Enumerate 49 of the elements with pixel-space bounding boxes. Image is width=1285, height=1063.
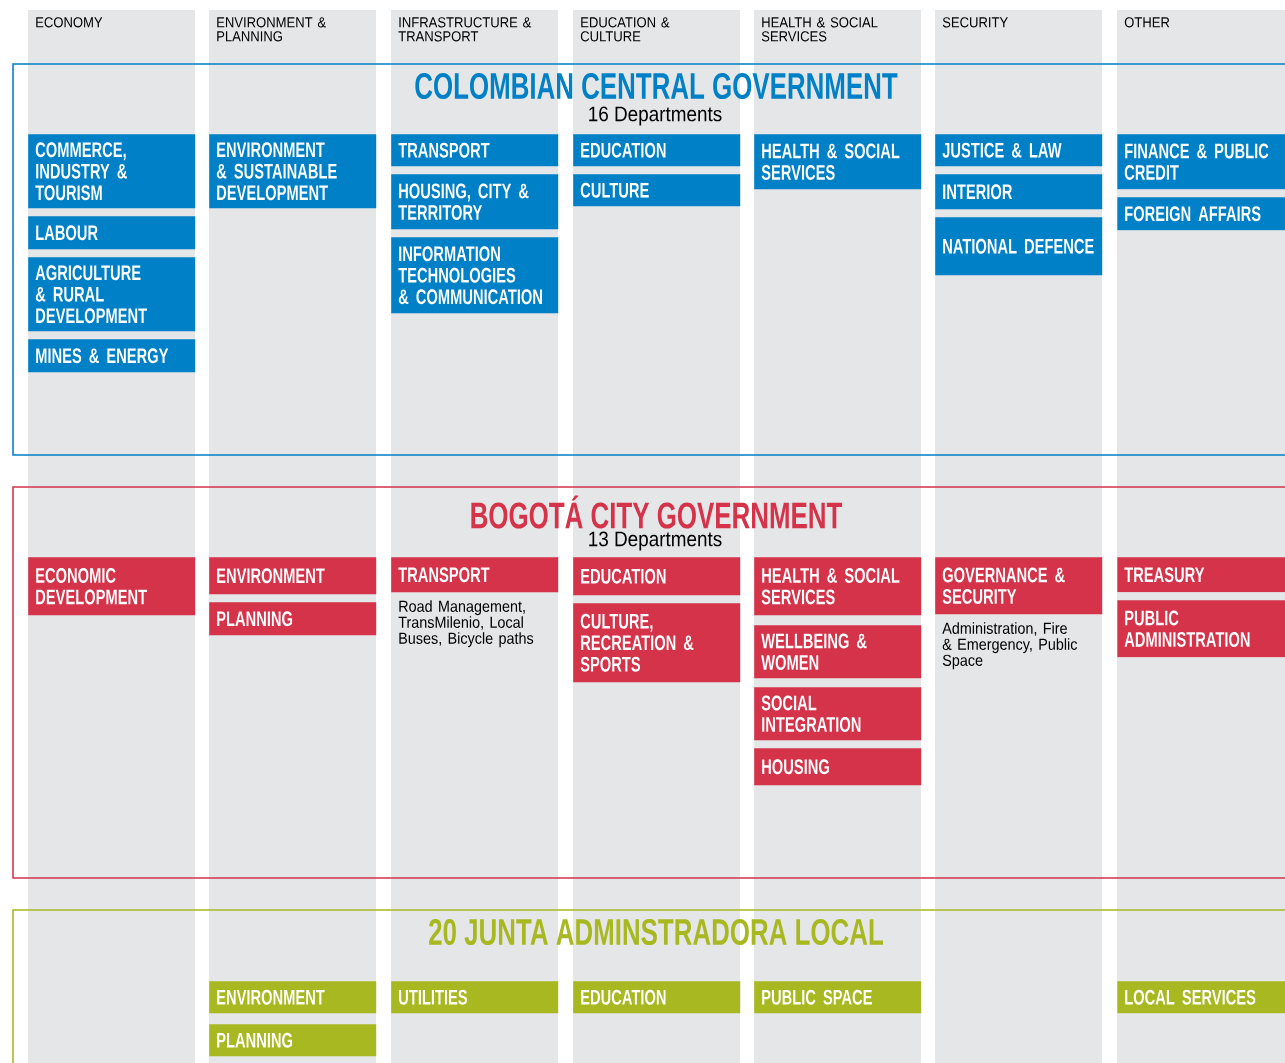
section-title: 20 JUNTA ADMINSTRADORA LOCAL (429, 918, 883, 946)
department-box: INFORMATION TECHNOLOGIES & COMMUNICATION (391, 237, 559, 314)
department-box: CULTURE, RECREATION & SPORTS (573, 603, 741, 683)
department-box: HEALTH & SOCIAL SERVICES (754, 134, 922, 190)
department-box: LABOUR (28, 216, 196, 250)
department-box: GOVERNANCE & SECURITY (935, 557, 1103, 615)
department-box: INTERIOR (935, 174, 1103, 210)
department-box: PLANNING (209, 602, 377, 636)
department-box: ECONOMIC DEVELOPMENT (28, 557, 196, 616)
department-count: 16 Departments (589, 106, 722, 126)
department-box: MINES & ENERGY (28, 339, 196, 373)
department-box: EDUCATION (573, 134, 741, 167)
department-count: 13 Departments (589, 531, 722, 551)
department-box: SOCIAL INTEGRATION (754, 687, 922, 741)
department-box: CULTURE (573, 174, 741, 207)
note-text: Administration, Fire & Emergency, Public Space (942, 622, 1078, 670)
department-box: FINANCE & PUBLIC CREDIT (1117, 134, 1285, 190)
department-box: PUBLIC ADMINISTRATION (1117, 600, 1285, 658)
department-box: ENVIRONMENT & SUSTAINABLE DEVELOPMENT (209, 134, 377, 209)
department-box: UTILITIES (391, 981, 559, 1014)
column-header: OTHER (1124, 17, 1170, 28)
department-box: FOREIGN AFFAIRS (1117, 197, 1285, 231)
department-box: AGRICULTURE & RURAL DEVELOPMENT (28, 257, 196, 332)
column-header: SECURITY (942, 17, 1008, 28)
department-box: PUBLIC SPACE (754, 981, 922, 1014)
column-header: ENVIRONMENT & PLANNING (217, 17, 326, 42)
column-header: HEALTH & SOCIAL SERVICES (761, 17, 878, 42)
department-box: NATIONAL DEFENCE (935, 217, 1103, 276)
section-title: BOGOTÁ CITY GOVERNMENT (471, 495, 843, 529)
department-box: EDUCATION (573, 981, 741, 1014)
department-box: TRANSPORT (391, 557, 559, 593)
department-box: ENVIRONMENT (209, 981, 377, 1014)
department-box: ENVIRONMENT (209, 557, 377, 595)
department-box: COMMERCE, INDUSTRY & TOURISM (28, 134, 196, 209)
department-box: EDUCATION (573, 557, 741, 596)
column-header: INFRASTRUCTURE & TRANSPORT (398, 17, 532, 42)
note-text: Road Management, TransMilenio, Local Buses, Bicycle paths (398, 600, 534, 648)
column-header: EDUCATION & CULTURE (580, 17, 670, 42)
department-box: HOUSING, CITY & TERRITORY (391, 174, 559, 230)
department-box: JUSTICE & LAW (935, 134, 1103, 167)
department-box: WELLBEING & WOMEN (754, 625, 922, 679)
department-box: HOUSING (754, 748, 922, 786)
section-title: COLOMBIAN CENTRAL GOVERNMENT (415, 72, 898, 100)
department-box: TRANSPORT (391, 134, 559, 167)
department-box: PLANNING (209, 1024, 377, 1057)
department-box: HEALTH & SOCIAL SERVICES (754, 557, 922, 616)
department-box: LOCAL SERVICES (1117, 981, 1285, 1014)
department-box: TREASURY (1117, 557, 1285, 593)
column-header: ECONOMY (36, 17, 103, 28)
